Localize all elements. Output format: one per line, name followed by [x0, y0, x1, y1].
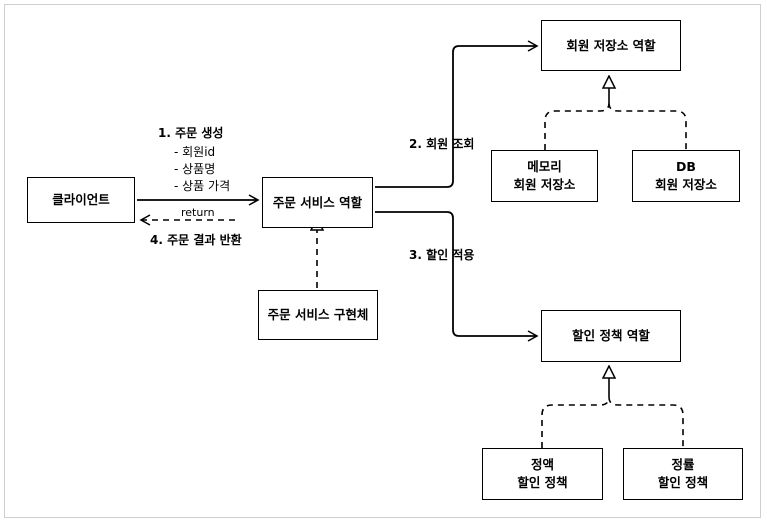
return-label: return: [181, 206, 215, 219]
rate-discount-line1: 정률: [671, 457, 695, 472]
lookup-member-arrow: [375, 40, 539, 188]
fixed-discount-line2: 할인 정책: [517, 475, 568, 490]
apply-discount-arrow: [375, 211, 539, 342]
fixed-discount-line1: 정액: [530, 457, 554, 472]
memory-repo-line2: 회원 저장소: [513, 177, 576, 192]
rate-discount-box: 정률 할인 정책: [623, 448, 743, 500]
create-order-param-member-id: - 회원id: [174, 145, 216, 159]
discount-policy-role-box: 할인 정책 역할: [541, 310, 681, 362]
order-service-role-box: 주문 서비스 역할: [262, 177, 373, 228]
member-repo-role-label: 회원 저장소 역할: [566, 37, 656, 53]
fixed-discount-box: 정액 할인 정책: [482, 448, 603, 500]
db-repo-line2: 회원 저장소: [655, 177, 717, 192]
create-order-param-item-price: - 상품 가격: [174, 179, 231, 193]
discount-policy-role-label: 할인 정책 역할: [572, 328, 650, 343]
apply-discount-label: 3. 할인 적용: [409, 248, 475, 262]
discount-policy-realization: [541, 396, 684, 448]
lookup-member-label: 2. 회원 조회: [409, 137, 475, 151]
member-repo-realization: [544, 102, 687, 150]
diagram-frame: [4, 4, 761, 518]
memory-repo-box: 메모리 회원 저장소: [491, 150, 598, 202]
create-order-param-item-name: - 상품명: [174, 162, 216, 176]
memory-repo-line1: 메모리: [527, 159, 562, 174]
client-box: 클라이언트: [27, 177, 135, 223]
member-repo-role-box: 회원 저장소 역할: [541, 20, 681, 71]
db-repo-line1: DB: [676, 159, 696, 174]
return-result-label: 4. 주문 결과 반환: [150, 233, 242, 247]
create-order-label: 1. 주문 생성: [158, 126, 224, 140]
order-service-role-label: 주문 서비스 역할: [272, 194, 363, 210]
client-label: 클라이언트: [52, 192, 110, 207]
db-repo-box: DB 회원 저장소: [632, 150, 740, 202]
order-service-impl-label: 주문 서비스 구현체: [267, 307, 369, 322]
order-service-impl-box: 주문 서비스 구현체: [258, 290, 378, 340]
rate-discount-line2: 할인 정책: [657, 475, 709, 490]
